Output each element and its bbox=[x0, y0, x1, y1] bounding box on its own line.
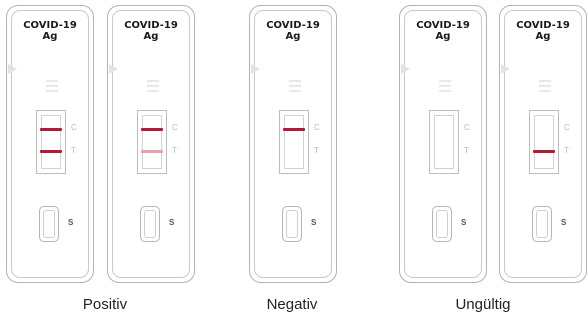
sample-well-inner bbox=[144, 210, 156, 238]
sample-mark-label: S bbox=[561, 218, 567, 227]
control-mark-label: C bbox=[71, 123, 77, 132]
control-mark-label: C bbox=[464, 123, 470, 132]
result-window-inner bbox=[41, 115, 61, 169]
cassette-title-subline: Ag bbox=[42, 31, 58, 42]
cassette-title-line: COVID-19 bbox=[516, 20, 570, 31]
grip-line bbox=[439, 85, 451, 87]
control-mark-label: C bbox=[172, 123, 178, 132]
test-line bbox=[141, 150, 163, 153]
sample-well-inner bbox=[286, 210, 298, 238]
caption-positive: Positiv bbox=[82, 296, 128, 313]
grip-line bbox=[289, 90, 301, 92]
cassette-inner-outline bbox=[112, 10, 190, 278]
test-line bbox=[40, 150, 62, 153]
arrow-notch-icon bbox=[109, 64, 118, 74]
control-line bbox=[141, 128, 163, 131]
grip-line bbox=[46, 90, 58, 92]
result-window bbox=[36, 110, 66, 174]
test-mark-label: T bbox=[172, 146, 177, 155]
cassette-title-subline: Ag bbox=[435, 31, 451, 42]
result-window-inner bbox=[434, 115, 454, 169]
sample-well-inner bbox=[536, 210, 548, 238]
result-window bbox=[429, 110, 459, 174]
cassette-inner-outline bbox=[254, 10, 332, 278]
arrow-notch-icon bbox=[401, 64, 410, 74]
result-window-inner bbox=[284, 115, 304, 169]
grip-line bbox=[147, 85, 159, 87]
test-mark-label: T bbox=[71, 146, 76, 155]
cassette-inner-outline bbox=[504, 10, 582, 278]
result-window-inner bbox=[534, 115, 554, 169]
cassette-title-subline: Ag bbox=[143, 31, 159, 42]
caption-negative: Negativ bbox=[266, 296, 318, 313]
grip-line bbox=[289, 85, 301, 87]
sample-mark-label: S bbox=[461, 218, 467, 227]
cassette-title-line: COVID-19 bbox=[124, 20, 178, 31]
grip-line bbox=[439, 80, 451, 82]
control-mark-label: C bbox=[314, 123, 320, 132]
cassette-title-line: COVID-19 bbox=[266, 20, 320, 31]
sample-well bbox=[432, 206, 452, 242]
grip-line bbox=[46, 85, 58, 87]
sample-well bbox=[532, 206, 552, 242]
sample-well bbox=[282, 206, 302, 242]
grip-line bbox=[539, 85, 551, 87]
sample-mark-label: S bbox=[169, 218, 175, 227]
test-mark-label: T bbox=[464, 146, 469, 155]
sample-well bbox=[140, 206, 160, 242]
result-window bbox=[279, 110, 309, 174]
grip-line bbox=[539, 90, 551, 92]
test-line bbox=[533, 150, 555, 153]
cassette-title-subline: Ag bbox=[285, 31, 301, 42]
arrow-notch-icon bbox=[251, 64, 260, 74]
arrow-notch-icon bbox=[501, 64, 510, 74]
grip-line bbox=[289, 80, 301, 82]
caption-invalid: Ungültig bbox=[455, 296, 511, 313]
grip-line bbox=[147, 80, 159, 82]
result-window bbox=[529, 110, 559, 174]
test-mark-label: T bbox=[314, 146, 319, 155]
control-line bbox=[40, 128, 62, 131]
test-mark-label: T bbox=[564, 146, 569, 155]
cassette-title-subline: Ag bbox=[535, 31, 551, 42]
cassette-inner-outline bbox=[11, 10, 89, 278]
grip-line bbox=[439, 90, 451, 92]
control-line bbox=[283, 128, 305, 131]
sample-well-inner bbox=[436, 210, 448, 238]
cassette-inner-outline bbox=[404, 10, 482, 278]
sample-mark-label: S bbox=[311, 218, 317, 227]
grip-line bbox=[46, 80, 58, 82]
sample-well bbox=[39, 206, 59, 242]
control-mark-label: C bbox=[564, 123, 570, 132]
grip-line bbox=[147, 90, 159, 92]
arrow-notch-icon bbox=[8, 64, 17, 74]
result-window bbox=[137, 110, 167, 174]
sample-well-inner bbox=[43, 210, 55, 238]
cassette-title-line: COVID-19 bbox=[23, 20, 77, 31]
cassette-title-line: COVID-19 bbox=[416, 20, 470, 31]
sample-mark-label: S bbox=[68, 218, 74, 227]
result-window-inner bbox=[142, 115, 162, 169]
grip-line bbox=[539, 80, 551, 82]
